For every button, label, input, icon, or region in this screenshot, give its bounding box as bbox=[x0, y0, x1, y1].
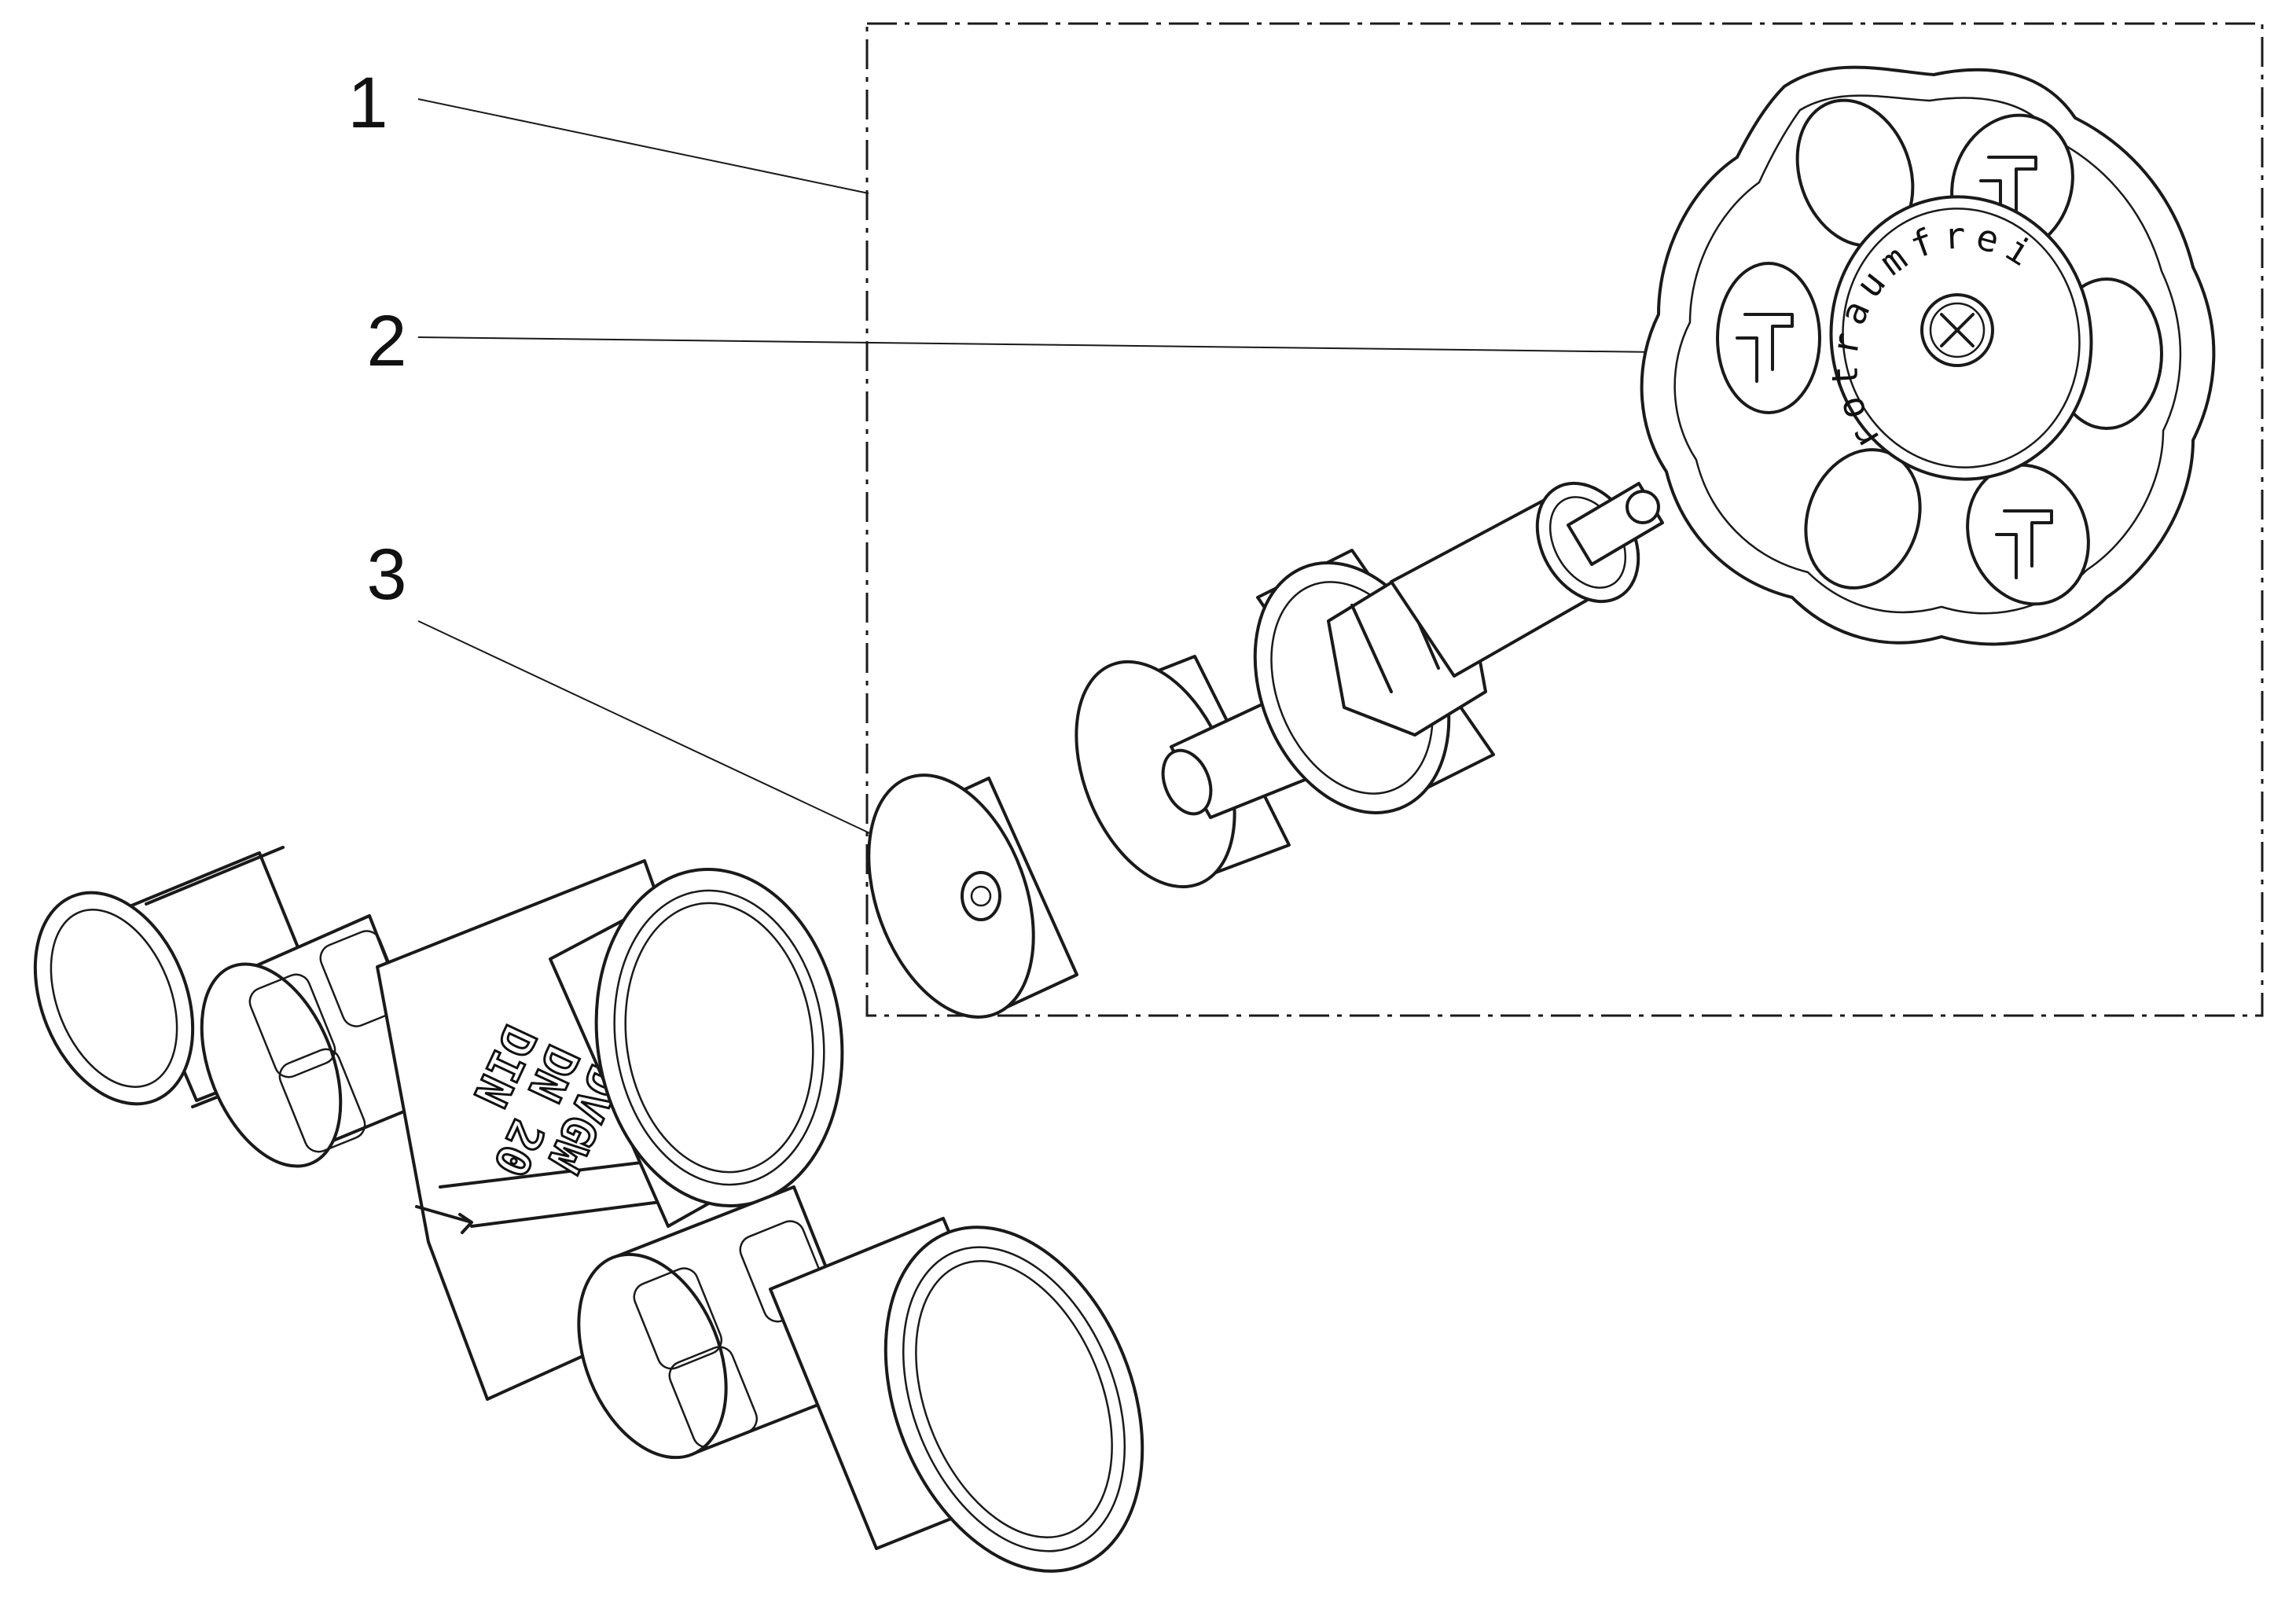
flow-arrow-icon bbox=[415, 1205, 473, 1234]
leader-line-3 bbox=[417, 620, 941, 867]
logo-icon bbox=[1736, 156, 2053, 579]
leader-line-1 bbox=[417, 98, 869, 194]
handwheel-knob: rotraumfrei bbox=[1640, 65, 2216, 646]
kit-frame bbox=[865, 22, 2264, 1017]
valve-body: DVGW DN 20 DIN bbox=[33, 846, 1144, 1573]
right-press-end bbox=[769, 1217, 1144, 1573]
callout-label-2: 2 bbox=[366, 301, 406, 381]
callout-label-3: 3 bbox=[366, 535, 406, 615]
right-union-nut bbox=[577, 1185, 874, 1460]
valve-insert bbox=[1075, 481, 1664, 889]
callout-label-1: 1 bbox=[347, 63, 388, 143]
upper-port bbox=[549, 868, 844, 1228]
gasket-washer bbox=[867, 773, 1078, 1019]
leader-line-2 bbox=[417, 336, 1659, 353]
